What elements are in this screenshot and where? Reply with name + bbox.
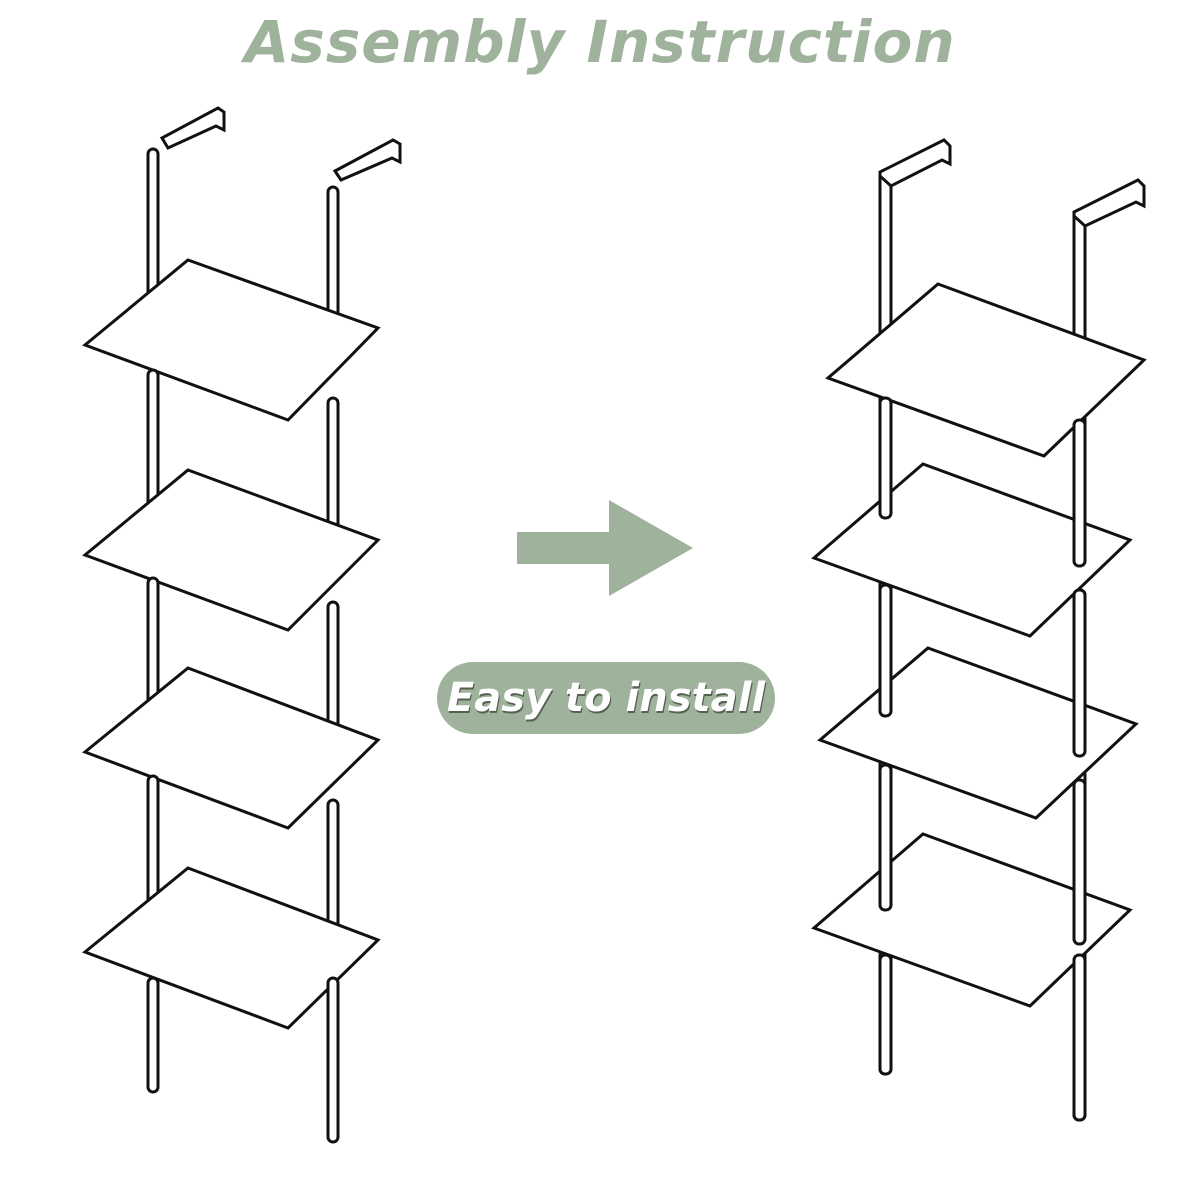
- shelf-board: [825, 282, 1147, 458]
- upright-rod: [1072, 953, 1087, 1122]
- page-title: Assembly Instruction: [244, 8, 956, 76]
- upright-rod: [326, 976, 340, 1144]
- shelf-board: [811, 462, 1133, 638]
- upright-rod: [878, 953, 893, 1076]
- easy-install-badge: Easy to install: [437, 662, 775, 734]
- shelf-board: [82, 468, 381, 632]
- shelf-board: [82, 866, 381, 1030]
- upright-rod: [878, 396, 893, 520]
- shelf-board: [811, 832, 1133, 1008]
- wall-bracket-left: [159, 106, 226, 150]
- wall-bracket-right: [332, 138, 402, 182]
- upright-rod: [1072, 418, 1087, 568]
- assembled-shelf-diagram: [811, 138, 1147, 1122]
- upright-rod: [878, 583, 893, 718]
- upright-rod: [878, 763, 893, 912]
- shelf-board: [817, 646, 1139, 820]
- easy-install-label: Easy to install: [446, 675, 766, 721]
- upright-rod: [146, 774, 160, 914]
- right-arrow-icon: [517, 500, 693, 596]
- upright-rod: [146, 976, 160, 1094]
- shelf-board: [82, 258, 381, 422]
- unassembled-shelf-diagram: [82, 106, 402, 1144]
- shelf-board: [82, 666, 381, 830]
- upright-rod: [1072, 778, 1087, 946]
- upright-rod: [1072, 588, 1087, 758]
